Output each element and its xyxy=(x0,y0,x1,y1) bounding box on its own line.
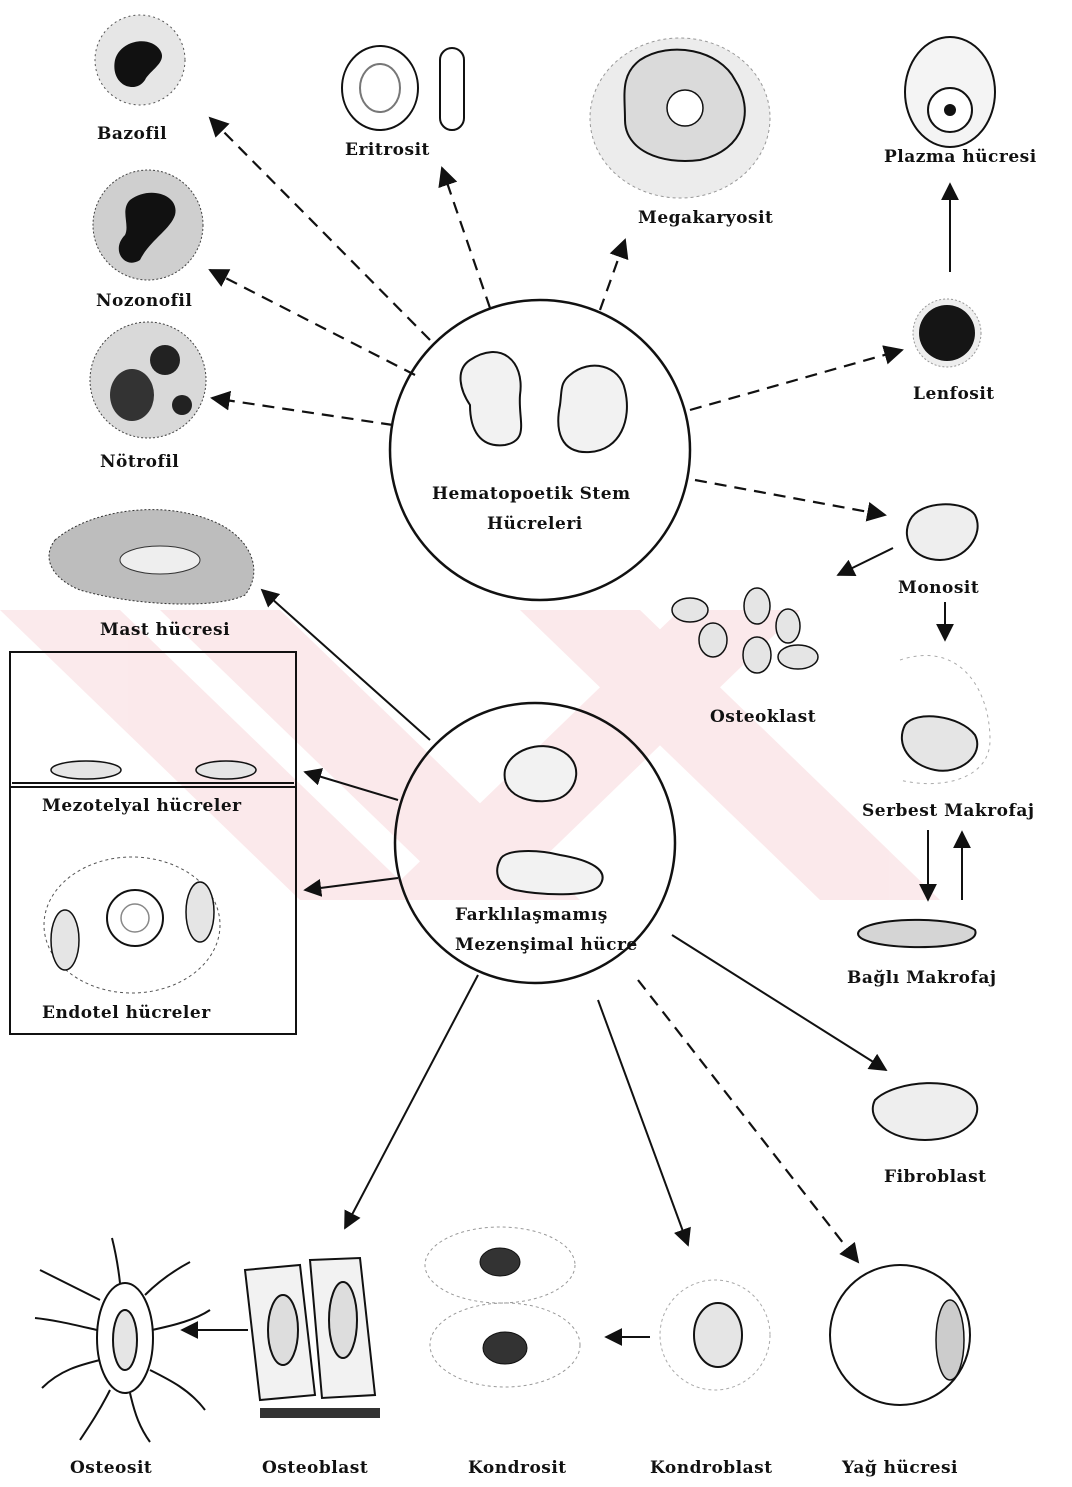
label-megakaryosit: Megakaryosit xyxy=(638,208,773,228)
label-osteoklast: Osteoklast xyxy=(710,707,816,727)
label-serbest: Serbest Makrofaj xyxy=(862,801,1034,821)
hematopoietic-arrows xyxy=(210,118,902,515)
mast-nucleus xyxy=(120,546,200,574)
chondrocytes xyxy=(425,1227,580,1387)
stem-nucleus-1 xyxy=(461,352,522,445)
label-plazma: Plazma hücresi xyxy=(884,147,1037,167)
osteocyte xyxy=(35,1238,210,1442)
hematopoietic-label-line2: Hücreleri xyxy=(487,514,583,534)
fat-cell-nucleus xyxy=(936,1300,964,1380)
neutrophil-lobe xyxy=(150,345,180,375)
fibroblast xyxy=(873,1083,977,1140)
label-monosit: Monosit xyxy=(898,578,979,598)
label-mast: Mast hücresi xyxy=(100,620,230,640)
endothelial-nucleus-1 xyxy=(51,910,79,970)
label-kondrosit: Kondrosit xyxy=(468,1458,567,1478)
label-eritrosit: Eritrosit xyxy=(345,140,430,160)
endothelial-nucleus-2 xyxy=(186,882,214,942)
erythrocyte-side xyxy=(440,48,464,130)
lymphocyte-nucleus xyxy=(919,305,975,361)
mesenchymal-dashed-arrow xyxy=(638,980,858,1262)
stem-nucleus-2 xyxy=(558,366,627,452)
chondroblast-nucleus xyxy=(694,1303,742,1367)
erythrocyte-center xyxy=(360,64,400,112)
osteoblast-cells xyxy=(245,1258,380,1418)
endothelial-lumen-inner xyxy=(121,904,149,932)
megakaryocyte-hole xyxy=(667,90,703,126)
fixed-macrophage xyxy=(858,920,976,947)
label-kondroblast: Kondroblast xyxy=(650,1458,773,1478)
neutrophil-nucleus xyxy=(110,369,154,421)
erythrocyte xyxy=(342,46,418,130)
label-endotel: Endotel hücreler xyxy=(42,1003,211,1023)
label-lenfosit: Lenfosit xyxy=(913,384,995,404)
monocyte xyxy=(907,504,978,560)
label-fibroblast: Fibroblast xyxy=(884,1167,987,1187)
mesenchymal-label-line2: Mezenşimal hücre xyxy=(455,935,638,955)
mesenchymal-label-line1: Farklılaşmamış xyxy=(455,905,608,925)
hematopoietic-stem-circle xyxy=(390,300,690,600)
plasma-nucleus-center xyxy=(944,104,956,116)
label-nozofil: Nozonofil xyxy=(96,291,192,311)
mesothelial-nucleus-2 xyxy=(196,761,256,779)
label-notrofil: Nötrofil xyxy=(100,452,179,472)
label-yag: Yağ hücresi xyxy=(842,1458,958,1478)
label-osteoblast: Osteoblast xyxy=(262,1458,368,1478)
mesenchymal-nucleus-2 xyxy=(497,851,602,894)
label-mezotelyal: Mezotelyal hücreler xyxy=(42,796,242,816)
hematopoietic-label-line1: Hematopoetik Stem xyxy=(432,484,631,504)
label-osteosit: Osteosit xyxy=(70,1458,152,1478)
free-macrophage-nucleus xyxy=(902,716,977,770)
mesothelial-nucleus-1 xyxy=(51,761,121,779)
label-bagli: Bağlı Makrofaj xyxy=(847,968,997,988)
neutrophil-lobe-2 xyxy=(172,395,192,415)
mesenchymal-nucleus-1 xyxy=(505,746,577,801)
label-bazofil: Bazofil xyxy=(97,124,167,144)
